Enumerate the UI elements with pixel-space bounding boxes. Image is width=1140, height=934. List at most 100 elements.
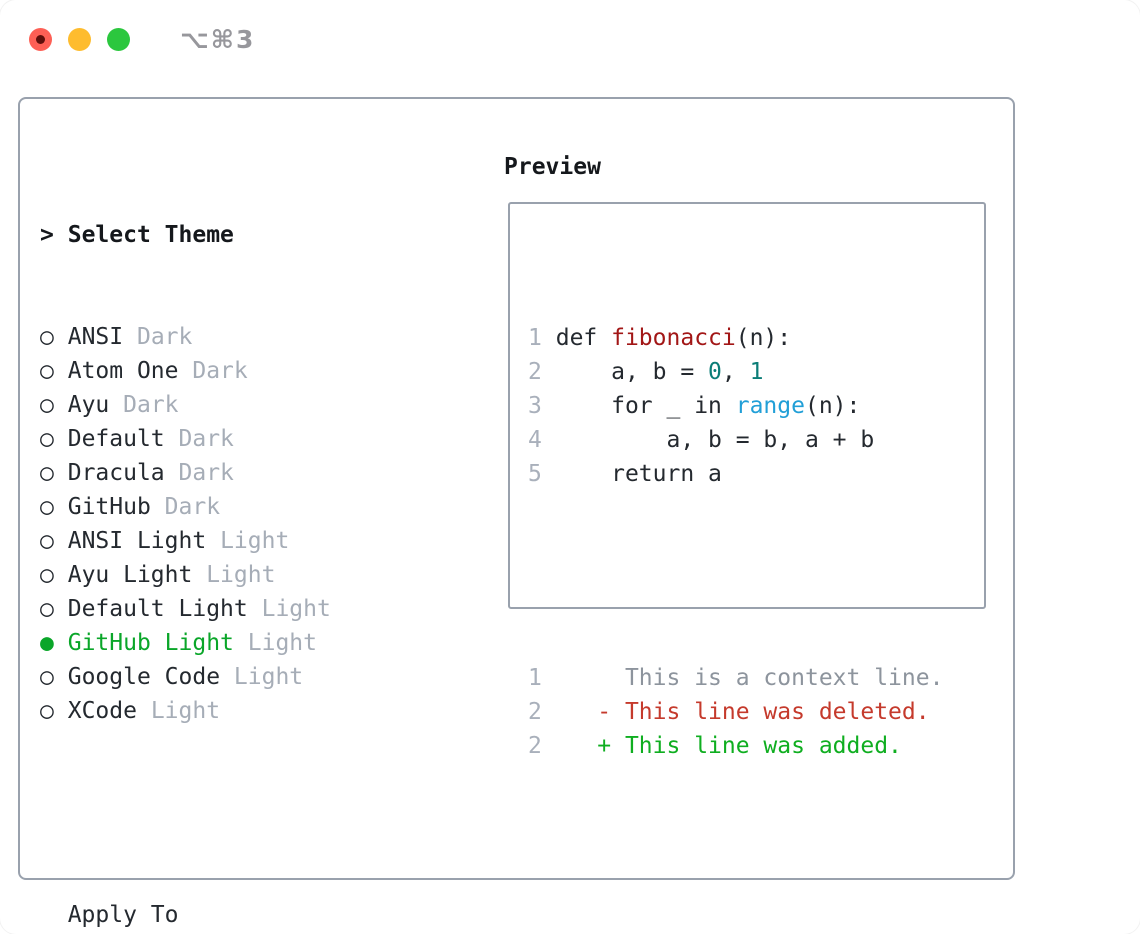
focus-cursor-icon: > — [40, 222, 54, 248]
theme-item-ansi[interactable]: ○ ANSI Dark — [40, 320, 428, 354]
theme-variant-tag: Dark — [123, 392, 179, 418]
theme-item-xcode[interactable]: ○ XCode Light — [40, 694, 428, 728]
spacer — [528, 559, 943, 593]
radio-icon: ○ — [40, 460, 54, 486]
theme-variant-tag: Dark — [164, 494, 221, 520]
code-segment: 0 — [708, 359, 722, 385]
radio-icon: ○ — [40, 596, 54, 622]
theme-list: ○ ANSI Dark○ Atom One Dark○ Ayu Dark○ De… — [40, 320, 428, 728]
code-segment: def — [555, 325, 612, 351]
close-button[interactable] — [29, 27, 52, 51]
theme-variant-tag: Dark — [178, 426, 234, 452]
line-number: 3 — [528, 393, 542, 419]
diff-line: 1 This is a context line. — [528, 661, 943, 695]
theme-variant-tag: Dark — [192, 358, 248, 384]
code-line: 3 for _ in range(n): — [528, 389, 943, 423]
code-segment: , — [721, 359, 750, 385]
theme-item-dracula[interactable]: ○ Dracula Dark — [40, 456, 428, 490]
radio-icon: ○ — [40, 528, 54, 554]
theme-item-github[interactable]: ○ GitHub Dark — [40, 490, 428, 524]
radio-icon: ○ — [40, 392, 54, 418]
theme-name: GitHub — [67, 494, 151, 520]
code-segment: return a — [555, 461, 722, 487]
theme-name: GitHub Light — [67, 630, 234, 656]
theme-variant-tag: Dark — [136, 324, 193, 350]
line-number: 2 — [528, 699, 542, 725]
line-number: 5 — [528, 461, 542, 487]
code-segment: (n): — [735, 325, 792, 351]
window-title: ⌥⌘3 — [180, 24, 256, 54]
radio-icon: ○ — [40, 562, 54, 588]
line-number: 1 — [528, 325, 542, 351]
code-segment: + This line was added. — [555, 733, 902, 759]
diff-line: 2 - This line was deleted. — [528, 695, 943, 729]
radio-icon: ● — [40, 630, 54, 656]
theme-variant-tag: Dark — [178, 460, 234, 486]
line-number: 4 — [528, 427, 542, 453]
radio-icon: ○ — [40, 664, 54, 690]
apply-to-header-label: Apply To — [67, 902, 179, 928]
close-dot-icon — [36, 34, 45, 44]
code-segment: (n): — [804, 393, 861, 419]
code-line: 2 a, b = 0, 1 — [528, 355, 943, 389]
theme-item-ansi-light[interactable]: ○ ANSI Light Light — [40, 524, 428, 558]
select-theme-header-label: Select Theme — [67, 222, 234, 248]
radio-icon: ○ — [40, 358, 54, 384]
diff-lines: 1 This is a context line.2 - This line w… — [528, 661, 943, 763]
theme-variant-tag: Light — [220, 528, 290, 554]
preview-header: Preview — [504, 154, 601, 180]
code-segment: range — [735, 393, 805, 419]
code-line: 4 a, b = b, a + b — [528, 423, 943, 457]
code-line: 5 return a — [528, 457, 943, 491]
theme-name: Google Code — [67, 664, 221, 690]
theme-item-ayu[interactable]: ○ Ayu Dark — [40, 388, 428, 422]
code-segment: - This line was deleted. — [555, 699, 930, 725]
theme-variant-tag: Light — [261, 596, 331, 622]
line-number: 2 — [528, 733, 542, 759]
theme-item-github-light[interactable]: ● GitHub Light Light — [40, 626, 428, 660]
theme-name: XCode — [67, 698, 137, 724]
line-number: 2 — [528, 359, 542, 385]
select-theme-header: > Select Theme — [40, 218, 428, 252]
radio-icon: ○ — [40, 324, 54, 350]
spacer — [40, 796, 428, 830]
code-segment: 1 — [749, 359, 764, 385]
code-line: 1 def fibonacci(n): — [528, 321, 943, 355]
minimize-button[interactable] — [68, 27, 91, 51]
code-segment: fibonacci — [611, 325, 736, 351]
theme-name: Ayu — [67, 392, 110, 418]
theme-name: ANSI — [67, 324, 124, 350]
line-number: 1 — [528, 665, 542, 691]
theme-item-default-light[interactable]: ○ Default Light Light — [40, 592, 428, 626]
window-titlebar: ⌥⌘3 — [0, 0, 1140, 78]
apply-to-header: Apply To — [40, 898, 428, 932]
code-segment: a, b = b, a + b — [555, 427, 875, 453]
theme-variant-tag: Light — [150, 698, 221, 724]
radio-icon: ○ — [40, 698, 54, 724]
theme-variant-tag: Light — [206, 562, 276, 588]
theme-picker-panel: > Select Theme ○ ANSI Dark○ Atom One Dar… — [18, 97, 1015, 928]
theme-name: Default — [67, 426, 165, 452]
code-segment: a, b = — [555, 359, 709, 385]
theme-item-ayu-light[interactable]: ○ Ayu Light Light — [40, 558, 428, 592]
code-segment: for _ in — [555, 393, 736, 419]
theme-item-atom-one[interactable]: ○ Atom One Dark — [40, 354, 428, 388]
theme-variant-tag: Light — [247, 630, 317, 656]
theme-name: Dracula — [67, 460, 165, 486]
zoom-button[interactable] — [107, 27, 130, 51]
theme-variant-tag: Light — [233, 664, 304, 690]
theme-item-google-code[interactable]: ○ Google Code Light — [40, 660, 428, 694]
theme-name: Ayu Light — [67, 562, 193, 588]
code-segment: This is a context line. — [555, 665, 944, 691]
theme-name: Default Light — [67, 596, 248, 622]
theme-picker-column: > Select Theme ○ ANSI Dark○ Atom One Dar… — [40, 150, 428, 934]
theme-item-default[interactable]: ○ Default Dark — [40, 422, 428, 456]
radio-icon: ○ — [40, 426, 54, 452]
radio-icon: ○ — [40, 494, 54, 520]
diff-line: 2 + This line was added. — [528, 729, 943, 763]
theme-name: Atom One — [67, 358, 179, 384]
